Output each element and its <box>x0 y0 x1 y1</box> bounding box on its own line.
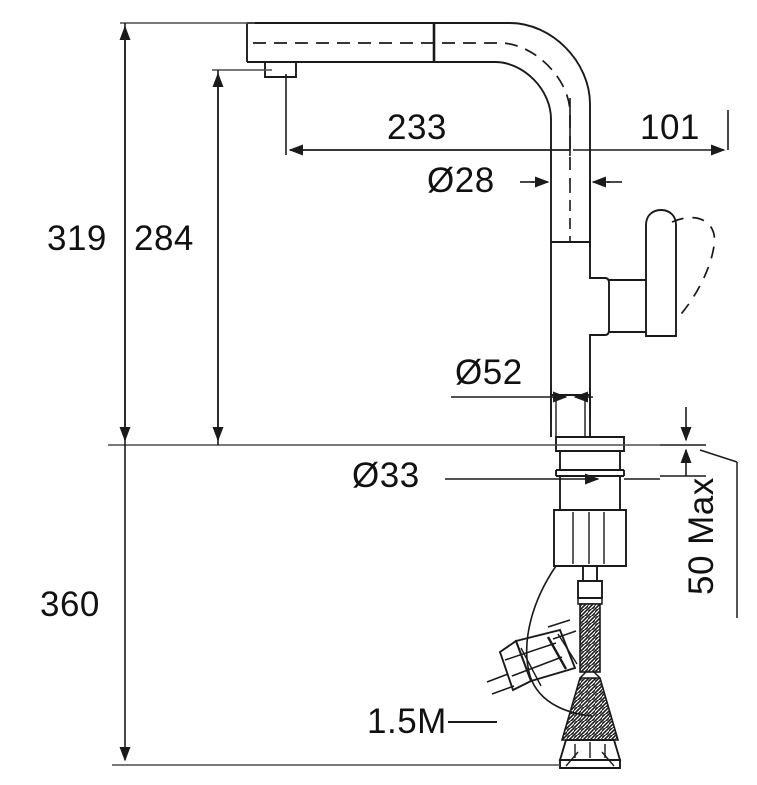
label-hose-length: 1.5M <box>367 702 447 741</box>
base-washer <box>555 436 625 452</box>
dim-spout-offset <box>569 98 729 156</box>
handle-swing-arc <box>671 216 716 321</box>
label-shank-diameter: Ø33 <box>352 456 420 495</box>
hose-taper-lines <box>579 671 601 679</box>
faucet-outline-group <box>246 22 716 769</box>
base-flange <box>550 394 591 437</box>
quick-connect-coupling <box>486 619 578 695</box>
label-below-counter: 360 <box>40 585 100 624</box>
hose-outlet-stem <box>577 566 603 599</box>
hose-braid-lower <box>560 677 620 741</box>
mounting-nut <box>553 509 627 567</box>
dim-spout-reach <box>285 74 570 156</box>
dim-base-diameter <box>451 388 593 420</box>
label-spout-reach: 233 <box>387 108 447 147</box>
dimension-labels-group: 319 284 360 233 101 Ø28 Ø52 Ø33 1.5M 50 … <box>40 108 721 741</box>
label-base-diameter: Ø52 <box>455 353 523 392</box>
faucet-lever-handle <box>609 209 677 337</box>
extension-lines <box>108 22 660 766</box>
hose-end-fitting <box>558 739 622 769</box>
label-spout-offset: 101 <box>640 108 700 147</box>
spout-internal-channel <box>253 42 571 182</box>
dim-max-thickness <box>660 407 738 618</box>
faucet-body <box>550 242 610 395</box>
dimension-lines-group <box>108 22 738 766</box>
threaded-shank <box>555 451 625 510</box>
label-overall-height: 319 <box>47 219 107 258</box>
label-max-thickness: 50 Max <box>682 477 721 595</box>
hose-braid-upper <box>579 603 601 673</box>
label-tube-diameter: Ø28 <box>427 161 495 200</box>
spout-body <box>246 22 591 247</box>
label-spout-height: 284 <box>134 219 194 258</box>
